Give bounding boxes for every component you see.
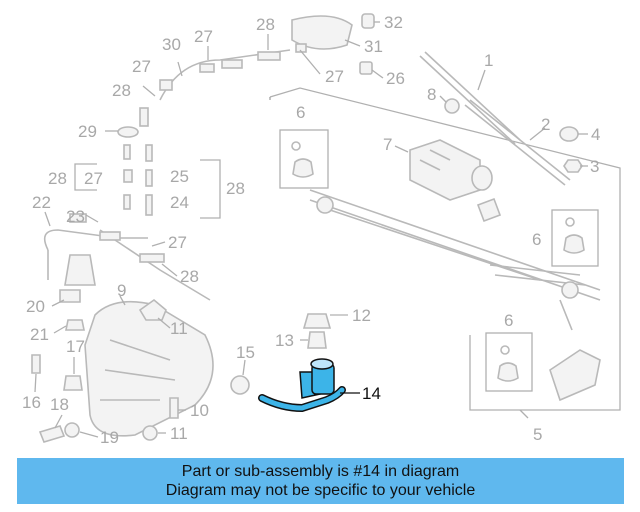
callout-28d: 28 bbox=[226, 179, 245, 198]
callout-27e: 27 bbox=[168, 233, 187, 252]
parts-diagram: 1 2 3 4 5 6 6 6 7 8 9 10 11 11 12 13 14 … bbox=[22, 13, 621, 447]
callout-17: 17 bbox=[66, 337, 85, 356]
callout-31: 31 bbox=[364, 37, 383, 56]
inset-box-6b bbox=[551, 209, 599, 267]
callout-32: 32 bbox=[384, 13, 403, 32]
callout-12: 12 bbox=[352, 306, 371, 325]
pivot-bracket bbox=[549, 349, 601, 402]
highlighted-part-14 bbox=[258, 358, 346, 413]
sensor-part-16 bbox=[31, 354, 41, 374]
callout-30: 30 bbox=[162, 35, 181, 54]
callout-27b: 27 bbox=[132, 57, 151, 76]
cap-part-4 bbox=[559, 126, 579, 142]
callout-8: 8 bbox=[427, 85, 436, 104]
callout-1: 1 bbox=[484, 51, 493, 70]
callout-27a: 27 bbox=[194, 27, 213, 46]
callout-27c: 27 bbox=[325, 67, 344, 86]
cap-part-13 bbox=[307, 331, 327, 349]
callout-29: 29 bbox=[78, 122, 97, 141]
grommet-part-15 bbox=[230, 375, 250, 395]
inset-box-6a bbox=[279, 129, 329, 189]
inset-box-6c bbox=[485, 332, 533, 392]
washer-hose-left bbox=[43, 213, 211, 303]
callout-23: 23 bbox=[66, 207, 85, 226]
callout-13: 13 bbox=[275, 331, 294, 350]
callout-28e: 28 bbox=[180, 267, 199, 286]
grommet-part-6b bbox=[563, 217, 585, 254]
callout-18: 18 bbox=[50, 395, 69, 414]
bolt-part-10 bbox=[169, 397, 179, 419]
callout-21: 21 bbox=[30, 325, 49, 344]
callout-6c: 6 bbox=[504, 311, 513, 330]
callout-5: 5 bbox=[533, 425, 542, 444]
clip-part-32 bbox=[361, 13, 375, 29]
seal-part-12 bbox=[302, 313, 332, 329]
callout-10: 10 bbox=[190, 401, 209, 420]
callout-7: 7 bbox=[383, 135, 392, 154]
callout-11b: 11 bbox=[170, 424, 188, 443]
callout-28c: 28 bbox=[48, 169, 67, 188]
grommet-part-6a bbox=[291, 141, 314, 178]
callout-11a: 11 bbox=[170, 319, 188, 338]
callout-2: 2 bbox=[541, 115, 550, 134]
callout-16: 16 bbox=[22, 393, 41, 412]
grommet-part-6c bbox=[497, 345, 519, 382]
part-info-banner: Part or sub-assembly is #14 in diagram D… bbox=[17, 458, 624, 504]
callout-15: 15 bbox=[236, 343, 255, 362]
group-bracket-28-right bbox=[200, 159, 221, 219]
nut-part-8 bbox=[444, 98, 460, 114]
banner-line-disclaimer: Diagram may not be specific to your vehi… bbox=[165, 482, 476, 499]
callout-14: 14 bbox=[362, 384, 381, 403]
callout-28a: 28 bbox=[256, 15, 275, 34]
pump-part-17 bbox=[63, 375, 83, 391]
callout-26: 26 bbox=[386, 69, 405, 88]
clip-part-26 bbox=[359, 61, 373, 75]
callout-6b: 6 bbox=[532, 230, 541, 249]
grommet-part-19 bbox=[64, 422, 80, 438]
callout-28b: 28 bbox=[112, 81, 131, 100]
connector-stack bbox=[117, 79, 173, 216]
callout-6a: 6 bbox=[296, 103, 305, 122]
callout-19: 19 bbox=[100, 428, 119, 447]
wiper-linkage bbox=[309, 189, 601, 331]
callout-9: 9 bbox=[117, 281, 126, 300]
connector-part-18 bbox=[38, 425, 66, 443]
nut-part-11 bbox=[142, 425, 158, 441]
callout-22: 22 bbox=[32, 193, 51, 212]
group-bracket-28-left bbox=[74, 163, 97, 191]
callout-24: 24 bbox=[170, 193, 189, 212]
wiper-blade bbox=[419, 51, 521, 145]
banner-line-part: Part or sub-assembly is #14 in diagram bbox=[181, 463, 460, 480]
nut-part-3 bbox=[563, 159, 583, 173]
grommet-part-21 bbox=[65, 319, 85, 331]
leader-lines bbox=[34, 21, 588, 438]
callout-25: 25 bbox=[170, 167, 189, 186]
washer-hose-upper bbox=[159, 43, 307, 101]
wiper-motor bbox=[409, 139, 493, 201]
callout-3: 3 bbox=[590, 157, 599, 176]
callout-20: 20 bbox=[26, 297, 45, 316]
washer-reservoir bbox=[84, 298, 214, 437]
callout-4: 4 bbox=[591, 125, 600, 144]
callout-27d: 27 bbox=[84, 169, 103, 188]
